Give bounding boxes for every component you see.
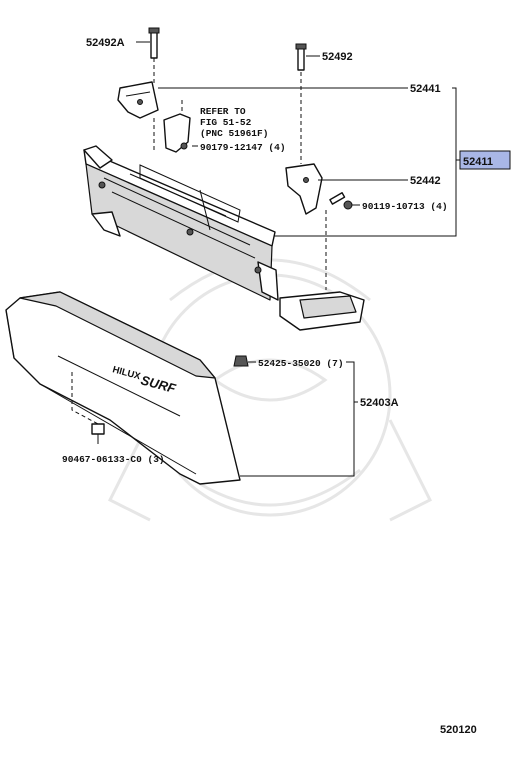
bumper-cover[interactable] — [5, 291, 241, 485]
leader-lines — [136, 41, 460, 477]
callout-52492: 52492 — [322, 51, 353, 63]
callout-90179: 90179-12147 (4) — [200, 142, 286, 153]
callout-52442: 52442 — [410, 175, 441, 187]
callout-52411: 52411 — [463, 156, 493, 168]
clip-90467[interactable] — [91, 423, 105, 444]
bracket-refer[interactable] — [163, 113, 191, 153]
callout-52492A: 52492A — [86, 37, 125, 49]
stud-bolt-52492A[interactable] — [148, 27, 160, 59]
diagram-code: 520120 — [440, 724, 477, 736]
callout-52425: 52425-35020 (7) — [258, 358, 344, 369]
bumper-reinforcement[interactable] — [83, 145, 365, 331]
highlight-box[interactable] — [459, 150, 511, 170]
bracket-left[interactable] — [117, 81, 159, 119]
callout-52403A: 52403A — [360, 397, 399, 409]
bolt-90119[interactable] — [329, 192, 353, 210]
stud-bolt-52492[interactable] — [295, 43, 307, 71]
refer-line1: REFER TO — [200, 106, 246, 117]
callout-52441: 52441 — [410, 83, 441, 95]
callout-90119: 90119-10713 (4) — [362, 201, 448, 212]
clip-52425[interactable] — [233, 355, 249, 367]
callout-90467: 90467-06133-C0 (3) — [62, 454, 165, 465]
refer-line3: (PNC 51961F) — [200, 128, 268, 139]
bracket-right[interactable] — [285, 163, 323, 215]
refer-line2: FIG 51-52 — [200, 117, 252, 128]
